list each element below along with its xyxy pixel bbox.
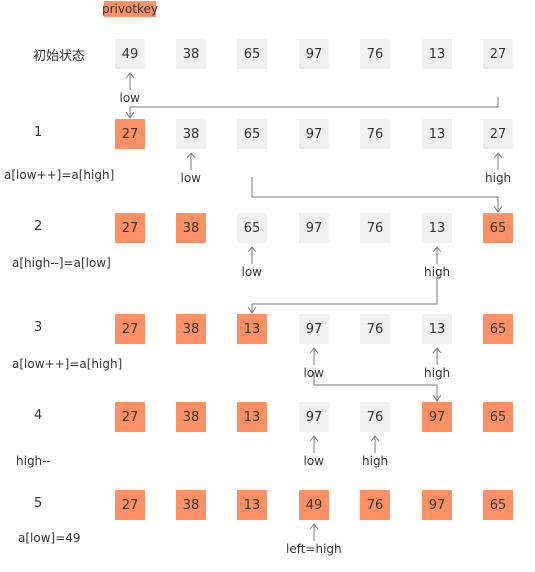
move-arrowhead xyxy=(247,306,257,314)
array-cell: 76 xyxy=(360,119,390,149)
array-cell: 27 xyxy=(483,119,513,149)
array-cell: 13 xyxy=(422,39,452,69)
array-cell: 97 xyxy=(299,402,329,432)
array-cell: 65 xyxy=(237,213,267,243)
array-cell-placed: 97 xyxy=(422,402,452,432)
array-cell-placed: 38 xyxy=(176,314,206,344)
pointer-arrowhead xyxy=(493,152,503,159)
array-cell: 65 xyxy=(237,119,267,149)
array-cell-placed: 27 xyxy=(115,402,145,432)
array-cell-placed: 76 xyxy=(360,490,390,520)
pivot-legend: privotkey xyxy=(101,1,159,17)
row-label: 1 xyxy=(34,125,43,140)
array-cell-placed: 49 xyxy=(299,490,329,520)
array-cell: 76 xyxy=(360,39,390,69)
array-cell-placed: 27 xyxy=(115,119,145,149)
array-cell: 49 xyxy=(115,39,145,69)
array-cell-placed: 38 xyxy=(176,213,206,243)
pointer-arrowhead xyxy=(309,347,319,354)
pointer-label: left=high xyxy=(286,542,342,556)
array-cell: 38 xyxy=(176,39,206,69)
move-connector xyxy=(129,97,499,118)
pointer-arrowhead xyxy=(432,347,442,354)
pointer-label: low xyxy=(180,171,202,185)
array-cell-placed: 65 xyxy=(483,490,513,520)
array-cell: 76 xyxy=(360,402,390,432)
row-label: 4 xyxy=(34,408,43,423)
step-operation: a[high--]=a[low] xyxy=(12,256,111,270)
array-cell: 97 xyxy=(299,314,329,344)
pointer-label: low xyxy=(303,454,325,468)
step-operation: high-- xyxy=(16,454,51,468)
move-connector xyxy=(251,177,499,212)
array-cell: 13 xyxy=(422,314,452,344)
pointer-label: high xyxy=(424,366,451,380)
array-cell: 38 xyxy=(176,119,206,149)
row-label: 初始状态 xyxy=(33,49,86,64)
pointer-arrowhead xyxy=(370,435,380,442)
array-cell: 97 xyxy=(299,213,329,243)
array-cell-placed: 13 xyxy=(237,402,267,432)
array-cell-placed: 13 xyxy=(237,314,267,344)
array-cell: 65 xyxy=(237,39,267,69)
array-cell: 13 xyxy=(422,119,452,149)
array-cell-placed: 65 xyxy=(483,213,513,243)
array-cell: 76 xyxy=(360,314,390,344)
move-connector xyxy=(251,271,438,313)
array-cell: 97 xyxy=(299,39,329,69)
pointer-label: high xyxy=(424,265,451,279)
row-label: 2 xyxy=(34,219,43,234)
move-connector xyxy=(313,372,438,401)
row-label: 5 xyxy=(34,496,43,511)
pointer-arrowhead xyxy=(309,435,319,442)
array-cell: 13 xyxy=(422,213,452,243)
pointer-arrowhead xyxy=(432,246,442,253)
move-arrowhead xyxy=(493,205,503,213)
pointer-arrowhead xyxy=(186,152,196,159)
array-cell-placed: 27 xyxy=(115,490,145,520)
pointer-label: low xyxy=(303,366,325,380)
step-operation: a[low++]=a[high] xyxy=(4,168,115,182)
array-cell: 76 xyxy=(360,213,390,243)
row-label: 3 xyxy=(34,320,43,335)
array-cell-placed: 27 xyxy=(115,314,145,344)
array-cell: 97 xyxy=(299,119,329,149)
move-arrowhead xyxy=(432,394,442,402)
array-cell: 27 xyxy=(483,39,513,69)
step-operation: a[low++]=a[high] xyxy=(12,357,123,371)
array-cell-placed: 38 xyxy=(176,490,206,520)
array-cell-placed: 65 xyxy=(483,314,513,344)
pointer-label: low xyxy=(119,91,141,105)
array-cell-placed: 27 xyxy=(115,213,145,243)
pointer-label: high xyxy=(362,454,389,468)
array-cell-placed: 65 xyxy=(483,402,513,432)
step-operation: a[low]=49 xyxy=(18,531,81,545)
pointer-label: low xyxy=(241,265,263,279)
pointer-arrowhead xyxy=(125,72,135,79)
pointer-arrowhead xyxy=(247,246,257,253)
pointer-arrowhead xyxy=(309,523,319,530)
array-cell-placed: 38 xyxy=(176,402,206,432)
array-cell-placed: 97 xyxy=(422,490,452,520)
array-cell-placed: 13 xyxy=(237,490,267,520)
move-arrowhead xyxy=(125,111,135,119)
pointer-label: high xyxy=(485,171,512,185)
